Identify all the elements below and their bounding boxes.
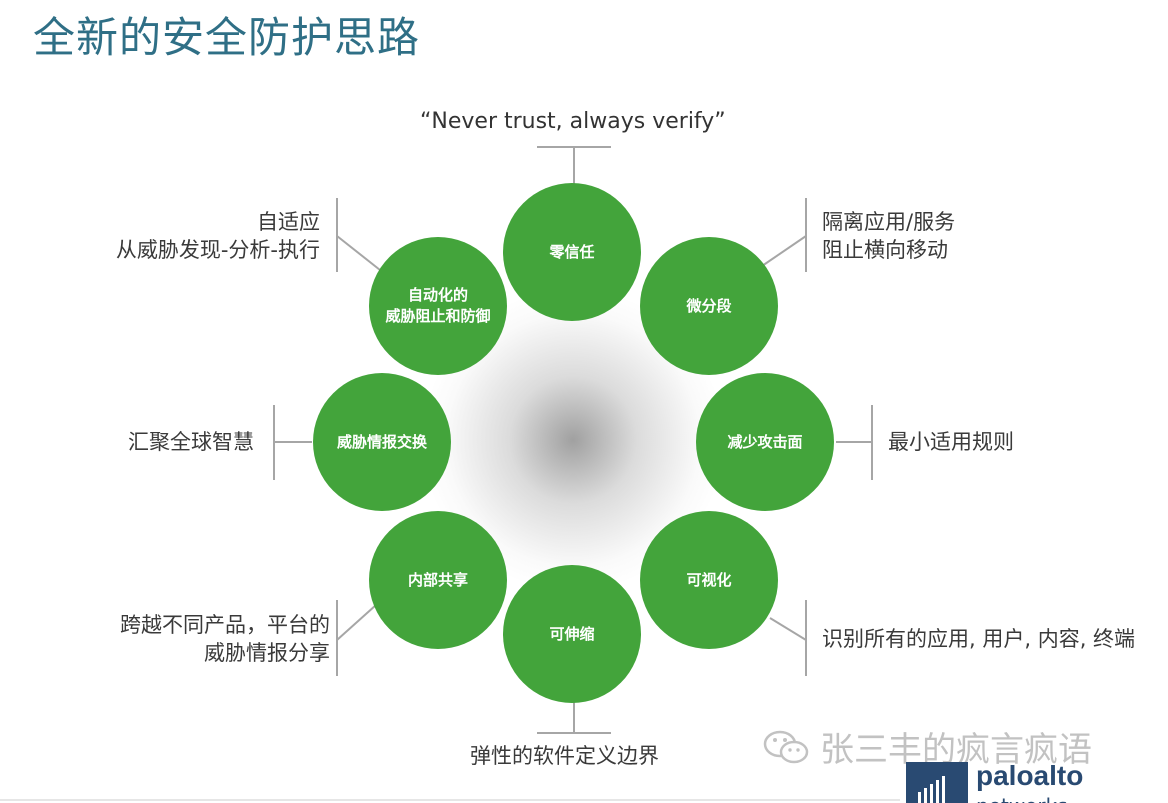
node-visibility: 可视化 [640, 511, 778, 649]
node-internal-share: 内部共享 [369, 511, 507, 649]
node-scalable: 可伸缩 [503, 565, 641, 703]
bottom-rule [0, 799, 900, 801]
note-adaptive-line2: 从威胁发现-分析-执行 [115, 238, 320, 262]
note-adaptive-line1: 自适应 [257, 210, 320, 234]
node-micro-segmentation: 微分段 [640, 237, 778, 375]
logo-mark [906, 762, 968, 803]
connector-visibility-diag [769, 617, 807, 641]
node-micro-segmentation-label: 微分段 [686, 296, 732, 315]
node-automated-defense-line1: 自动化的 [407, 286, 468, 304]
node-visibility-label: 可视化 [686, 570, 732, 589]
note-share-line1: 跨越不同产品，平台的 [120, 613, 330, 637]
note-micro-seg: 隔离应用/服务 阻止横向移动 [822, 208, 955, 264]
node-reduce-attack-surface-label: 减少攻击面 [727, 432, 803, 451]
node-zero-trust: 零信任 [503, 183, 641, 321]
note-exchange: 汇聚全球智慧 [128, 430, 254, 454]
node-automated-defense-line2: 威胁阻止和防御 [385, 307, 491, 325]
note-visibility: 识别所有的应用, 用户, 内容, 终端 [822, 627, 1136, 651]
connector-share-diag [336, 604, 377, 641]
connector-micro-seg-diag [761, 235, 807, 267]
note-micro-seg-line1: 隔离应用/服务 [822, 210, 956, 234]
wechat-icon [763, 730, 809, 763]
note-share-line2: 威胁情报分享 [204, 641, 330, 665]
node-intel-exchange: 威胁情报交换 [313, 373, 451, 511]
note-scalable: 弹性的软件定义边界 [470, 744, 659, 768]
node-automated-defense: 自动化的 威胁阻止和防御 [369, 237, 507, 375]
node-scalable-label: 可伸缩 [549, 624, 595, 643]
note-micro-seg-line2: 阻止横向移动 [822, 238, 948, 262]
logo-bars-icon [918, 776, 945, 803]
logo-subtext: networks [976, 794, 1068, 803]
node-intel-exchange-label: 威胁情报交换 [336, 432, 427, 451]
node-reduce-attack-surface: 减少攻击面 [696, 373, 834, 511]
node-internal-share-label: 内部共享 [407, 570, 468, 589]
note-quote: “Never trust, always verify” [420, 109, 726, 134]
node-automated-defense-label: 自动化的 威胁阻止和防御 [385, 285, 490, 327]
note-reduce: 最小适用规则 [888, 430, 1014, 454]
logo-text: paloalto [976, 760, 1084, 791]
note-share: 跨越不同产品，平台的 威胁情报分享 [120, 611, 330, 667]
page-title: 全新的安全防护思路 [33, 13, 421, 62]
note-adaptive: 自适应 从威胁发现-分析-执行 [116, 208, 320, 264]
node-zero-trust-label: 零信任 [549, 242, 595, 261]
connector-adaptive-diag [336, 235, 381, 271]
